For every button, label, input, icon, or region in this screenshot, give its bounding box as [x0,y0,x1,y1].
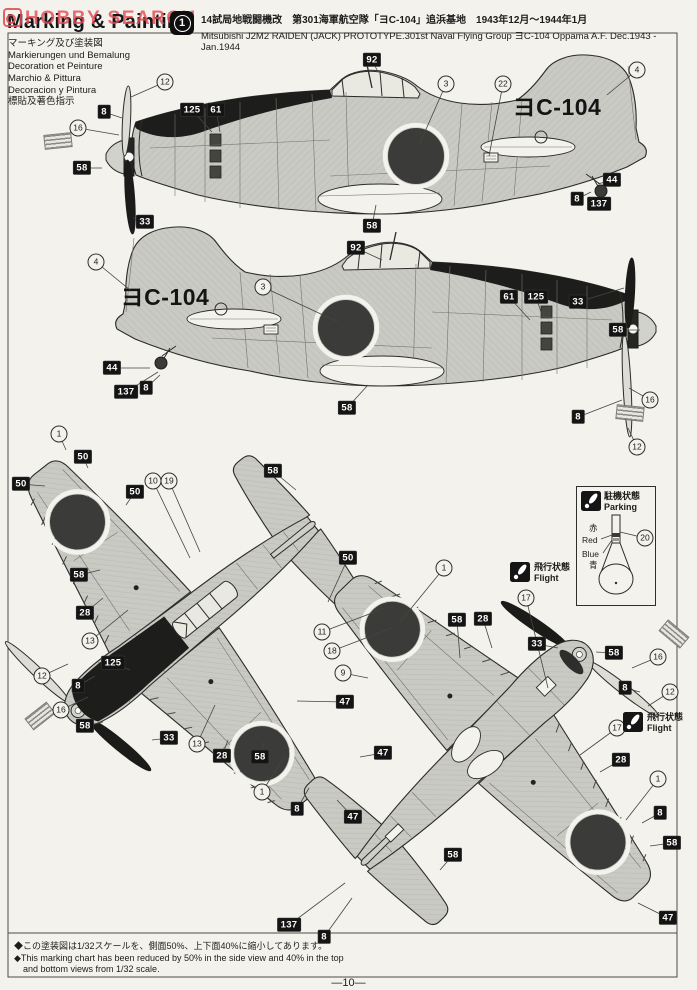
paint-callout-8: 8 [572,410,584,424]
paint-callout-28: 28 [76,606,94,620]
flight-status-icon [510,562,530,582]
paint-callout-58: 58 [264,464,282,478]
paint-callout-12: 12 [33,667,51,685]
paint-callout-92: 92 [363,53,381,67]
paint-callout-28: 28 [612,753,630,767]
paint-callout-16: 16 [649,648,667,666]
paint-callout-33: 33 [528,637,546,651]
paint-callout-4: 4 [87,253,105,271]
paint-callout-44: 44 [103,361,121,375]
paint-callout-19: 19 [160,472,178,490]
paint-callout-1: 1 [50,425,68,443]
flight-status-legend: 飛行状態 Flight [510,562,570,584]
paint-callout-1: 1 [253,783,271,801]
paint-callout-47: 47 [336,695,354,709]
reduction-notes: ◆この塗装図は1/32スケールを、側面50%、上下面40%に縮小してあります。 … [14,941,344,976]
paint-callout-17: 17 [517,589,535,607]
paint-callout-58: 58 [605,646,623,660]
paint-callout-4: 4 [628,61,646,79]
paint-callout-58: 58 [70,568,88,582]
paint-callout-50: 50 [339,551,357,565]
stencil-decal-swatch [24,701,56,731]
paint-callout-8: 8 [654,806,666,820]
paint-callout-33: 33 [569,295,587,309]
paint-callout-33: 33 [136,215,154,229]
paint-callout-8: 8 [571,192,583,206]
paint-callout-3: 3 [437,75,455,93]
paint-callout-137: 137 [114,385,138,399]
paint-callout-11: 11 [313,623,331,641]
paint-callout-61: 61 [207,103,225,117]
paint-callout-16: 16 [69,119,87,137]
paint-callout-58: 58 [444,848,462,862]
paint-callout-137: 137 [587,197,611,211]
paint-callout-22: 22 [494,75,512,93]
paint-callout-58: 58 [663,836,681,850]
flight-legend-en: Flight [534,572,559,583]
paint-callout-8: 8 [291,802,303,816]
paint-callout-13: 13 [81,632,99,650]
paint-callout-1: 1 [649,770,667,788]
paint-callout-58: 58 [609,323,627,337]
flight-legend-jp: 飛行状態 [647,712,684,722]
paint-callout-12: 12 [628,438,646,456]
paint-callout-61: 61 [500,290,518,304]
paint-callout-58: 58 [448,613,466,627]
paint-callout-10: 10 [144,472,162,490]
note-en-line2: and bottom views from 1/32 scale. [23,964,160,975]
paint-callout-92: 92 [347,241,365,255]
note-jp: ◆この塗装図は1/32スケールを、側面50%、上下面40%に縮小してあります。 [14,941,328,951]
paint-callout-28: 28 [213,749,231,763]
paint-callout-3: 3 [254,278,272,296]
paint-callout-125: 125 [101,656,125,670]
paint-callout-125: 125 [180,103,204,117]
note-en-line1: ◆This marking chart has been reduced by … [14,952,344,963]
parking-status-icon [581,491,601,511]
paint-callout-28: 28 [474,612,492,626]
flight-status-legend: 飛行状態 Flight [623,712,683,734]
parking-red-en: Red [582,535,598,545]
paint-callout-47: 47 [344,810,362,824]
paint-callout-8: 8 [98,105,110,119]
stencil-decal-swatch [43,132,73,150]
page-number: —10— [331,977,366,989]
flight-legend-en: Flight [647,722,672,733]
parking-blue-en: Blue [582,549,599,559]
propeller-stripe-diagram: 赤 Red Blue 青 [582,514,634,595]
paint-callout-58: 58 [73,161,91,175]
paint-callout-58: 58 [338,401,356,415]
paint-callout-58: 58 [76,719,94,733]
paint-callout-137: 137 [277,918,301,932]
paint-callout-18: 18 [323,642,341,660]
paint-callout-8: 8 [72,679,84,693]
parking-blue-jp: 青 [589,560,598,570]
paint-callout-12: 12 [661,683,679,701]
paint-callout-16: 16 [52,701,70,719]
paint-callout-9: 9 [334,664,352,682]
paint-callout-8: 8 [619,681,631,695]
paint-callout-44: 44 [603,173,621,187]
paint-callout-1: 1 [435,559,453,577]
paint-callout-58: 58 [251,750,269,764]
paint-callout-13: 13 [188,735,206,753]
paint-callout-47: 47 [374,746,392,760]
paint-callout-50: 50 [12,477,30,491]
parking-legend-en: Parking [604,501,638,512]
paint-callout-8: 8 [140,381,152,395]
paint-callout-16: 16 [641,391,659,409]
paint-callout-47: 47 [659,911,677,925]
parking-status-legend: 駐機状態 Parking 赤 Red Blue 青 [576,486,656,606]
stencil-decal-swatch [615,404,645,422]
parking-legend-jp: 駐機状態 [604,491,641,501]
parking-red-jp: 赤 [589,523,598,533]
paint-callout-50: 50 [74,450,92,464]
paint-callout-58: 58 [363,219,381,233]
flight-legend-jp: 飛行状態 [534,562,571,572]
paint-callout-33: 33 [160,731,178,745]
paint-callout-12: 12 [156,73,174,91]
paint-callout-125: 125 [524,290,548,304]
stencil-decal-swatch [658,619,690,649]
flight-status-icon [623,712,643,732]
paint-callout-50: 50 [126,485,144,499]
